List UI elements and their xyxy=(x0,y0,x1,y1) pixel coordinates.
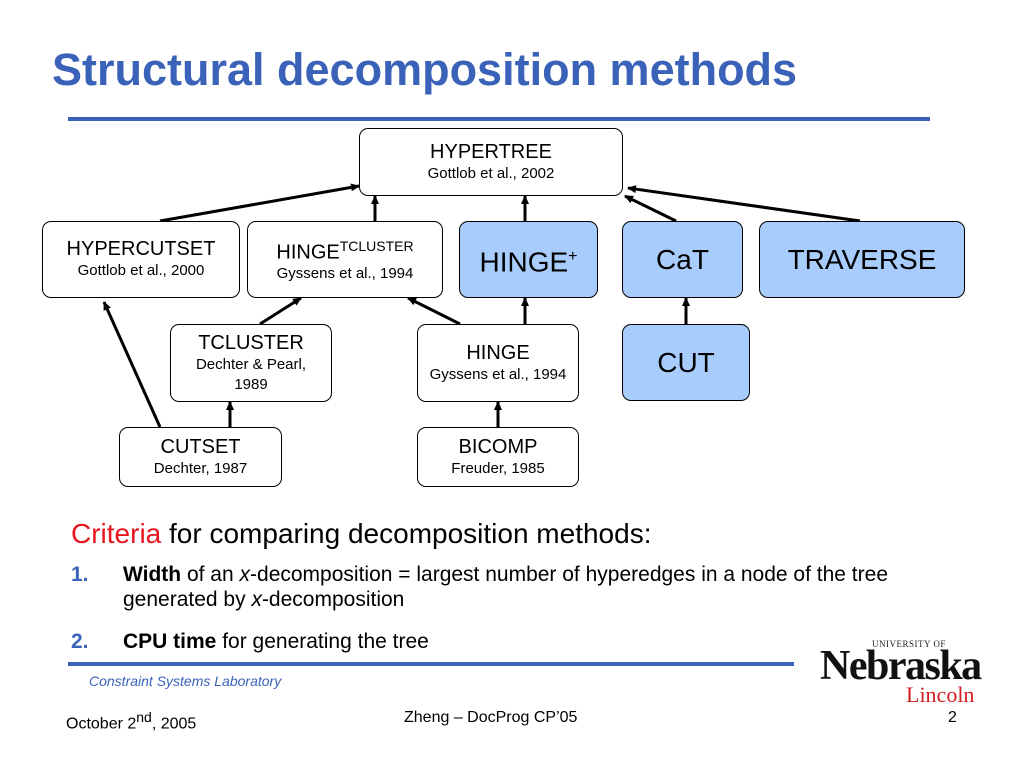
lab-name: Constraint Systems Laboratory xyxy=(89,673,282,689)
criteria-heading: Criteria for comparing decomposition met… xyxy=(71,518,651,550)
criteria-highlight: Criteria xyxy=(71,518,162,549)
footer-center: Zheng – DocProg CP’05 xyxy=(404,709,578,726)
logo-university: UNIVERSITY OF xyxy=(872,639,946,649)
node-name: TCLUSTER xyxy=(198,331,304,354)
node-cut: CUT xyxy=(622,324,750,401)
node-citation: Gottlob et al., 2002 xyxy=(427,164,555,182)
edge-tcluster-to-hinge-tcluster xyxy=(259,296,302,326)
edge-cutset-to-hypercutset xyxy=(102,301,162,428)
node-name: HYPERTREE xyxy=(430,140,552,163)
node-name: CUT xyxy=(657,346,715,378)
node-hypercutset: HYPERCUTSET Gottlob et al., 2000 xyxy=(42,221,240,298)
edge-hypercutset-to-hypertree xyxy=(159,183,360,223)
node-name: TRAVERSE xyxy=(787,243,937,275)
edge-cat-to-hypertree xyxy=(624,194,677,223)
node-superscript: + xyxy=(568,247,578,265)
logo-name: Nebraska xyxy=(820,643,982,689)
node-name: CaT xyxy=(656,243,709,275)
node-name: CUTSET xyxy=(160,435,241,458)
item-number: 1. xyxy=(71,563,89,586)
node-citation: Dechter & Pearl, 1989 xyxy=(195,355,307,393)
item-number: 2. xyxy=(71,630,89,653)
node-cat: CaT xyxy=(622,221,743,298)
node-name: HINGETCLUSTER xyxy=(276,237,414,264)
node-name: HINGE xyxy=(466,341,530,364)
page-number: 2 xyxy=(948,709,957,726)
item-text: Width of an x-decomposition = largest nu… xyxy=(123,563,888,611)
item-text: CPU time for generating the tree xyxy=(123,630,429,653)
slide-title: Structural decomposition methods xyxy=(52,44,798,95)
node-hypertree: HYPERTREE Gottlob et al., 2002 xyxy=(359,128,623,196)
title-rule xyxy=(68,117,930,121)
node-citation: Gottlob et al., 2000 xyxy=(77,262,205,279)
bottom-rule xyxy=(68,662,794,666)
node-traverse: TRAVERSE xyxy=(759,221,965,298)
logo-campus: Lincoln xyxy=(906,682,975,707)
node-hinge-tcluster: HINGETCLUSTER Gyssens et al., 1994 xyxy=(247,221,443,298)
node-tcluster: TCLUSTER Dechter & Pearl, 1989 xyxy=(170,324,332,402)
edge-hinge-to-hinge-tcluster xyxy=(407,296,461,326)
node-citation: Gyssens et al., 1994 xyxy=(429,365,567,383)
node-name: HYPERCUTSET xyxy=(66,238,216,260)
node-hinge-plus: HINGE+ xyxy=(459,221,598,298)
university-logo: UNIVERSITY OF Nebraska Lincoln xyxy=(812,636,982,707)
criteria-heading-text: for comparing decomposition methods: xyxy=(161,518,652,549)
node-superscript: TCLUSTER xyxy=(339,237,414,254)
node-name: HINGE+ xyxy=(479,246,578,278)
edge-traverse-to-hypertree xyxy=(627,185,861,223)
node-name: BICOMP xyxy=(458,435,538,458)
node-citation: Dechter, 1987 xyxy=(153,459,248,477)
node-citation: Gyssens et al., 1994 xyxy=(276,265,414,283)
node-citation: Freuder, 1985 xyxy=(451,459,545,477)
node-cutset: CUTSET Dechter, 1987 xyxy=(119,427,282,487)
node-bicomp: BICOMP Freuder, 1985 xyxy=(417,427,579,487)
footer-date: October 2nd, 2005 xyxy=(66,709,197,733)
node-hinge: HINGE Gyssens et al., 1994 xyxy=(417,324,579,402)
